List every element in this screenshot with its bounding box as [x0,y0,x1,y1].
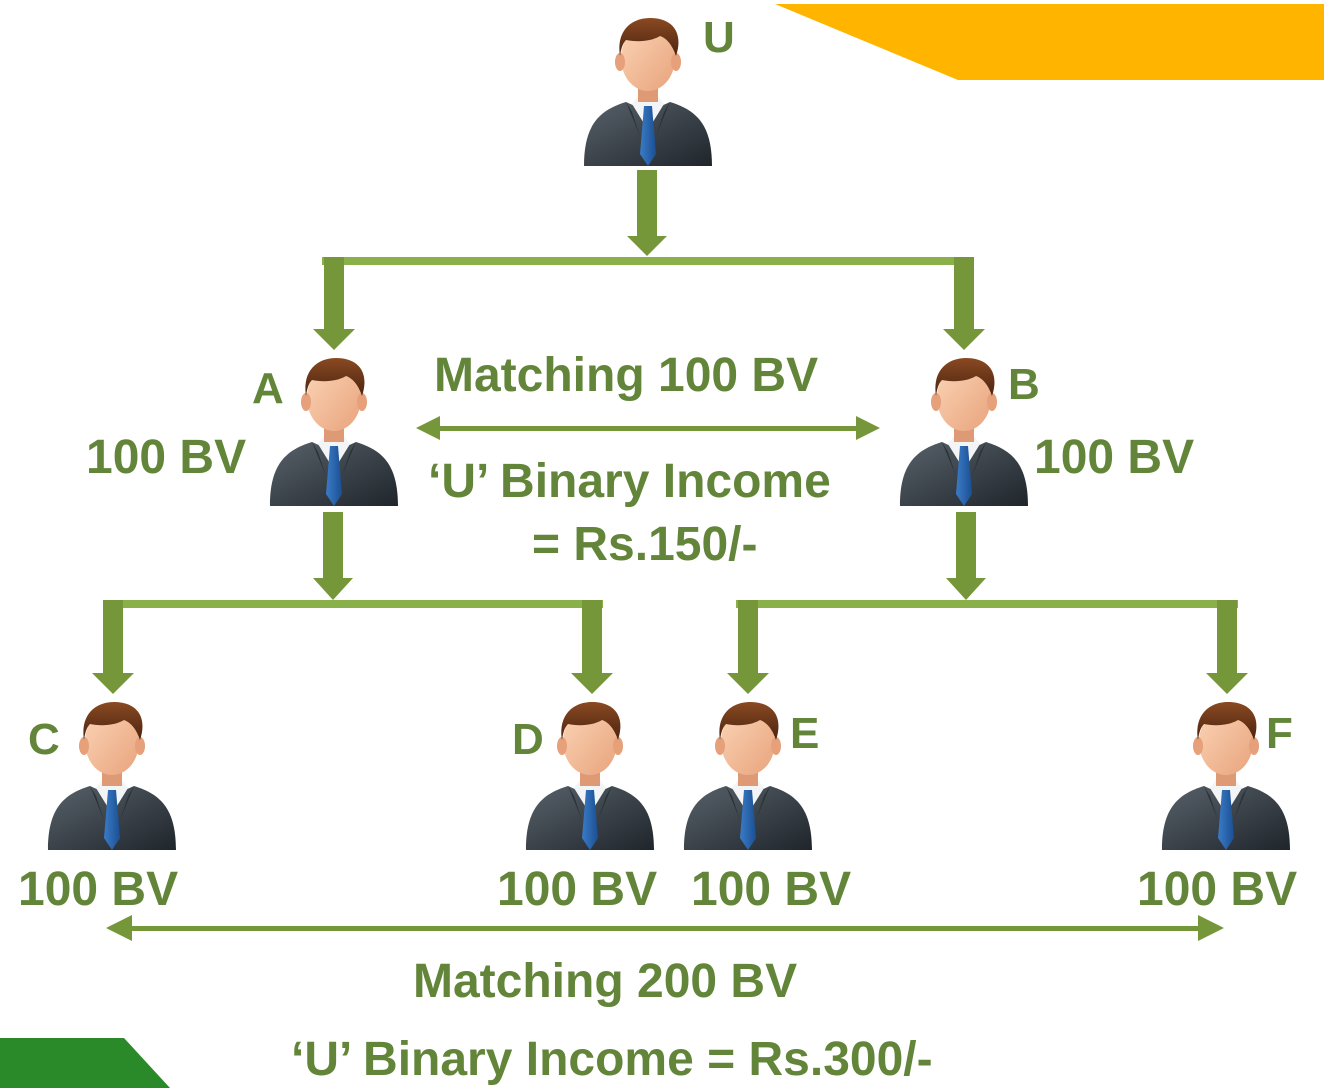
node-c-label: C [28,715,60,764]
node-u-label: U [703,13,735,62]
node-f-label: F [1266,709,1293,758]
node-c-bv: 100 BV [18,863,179,916]
node-b-bv: 100 BV [1034,431,1195,484]
level2-matching-label: Matching 200 BV [413,955,798,1008]
level1-income-line1: ‘U’ Binary Income [428,455,831,508]
level2-income-label: ‘U’ Binary Income = Rs.300/- [291,1033,933,1086]
person-u-icon [584,18,712,166]
node-a-bv: 100 BV [86,431,247,484]
node-f-bv: 100 BV [1137,863,1298,916]
level1-matching-label: Matching 100 BV [434,349,819,402]
matching-arrow-level2 [106,915,1224,941]
person-c-icon [48,702,176,850]
matching-arrow-level1 [416,416,880,440]
person-a-icon [270,358,398,506]
node-a-label: A [252,364,284,413]
node-d-label: D [512,715,544,764]
corner-accent-yellow [775,4,1324,80]
corner-accent-green [0,1038,170,1088]
node-b-label: B [1008,360,1040,409]
level1-income-line2: = Rs.150/- [532,518,758,571]
connector-lines [92,170,1248,694]
node-d-bv: 100 BV [497,863,658,916]
node-e-bv: 100 BV [691,863,852,916]
person-d-icon [526,702,654,850]
node-e-label: E [790,709,820,758]
